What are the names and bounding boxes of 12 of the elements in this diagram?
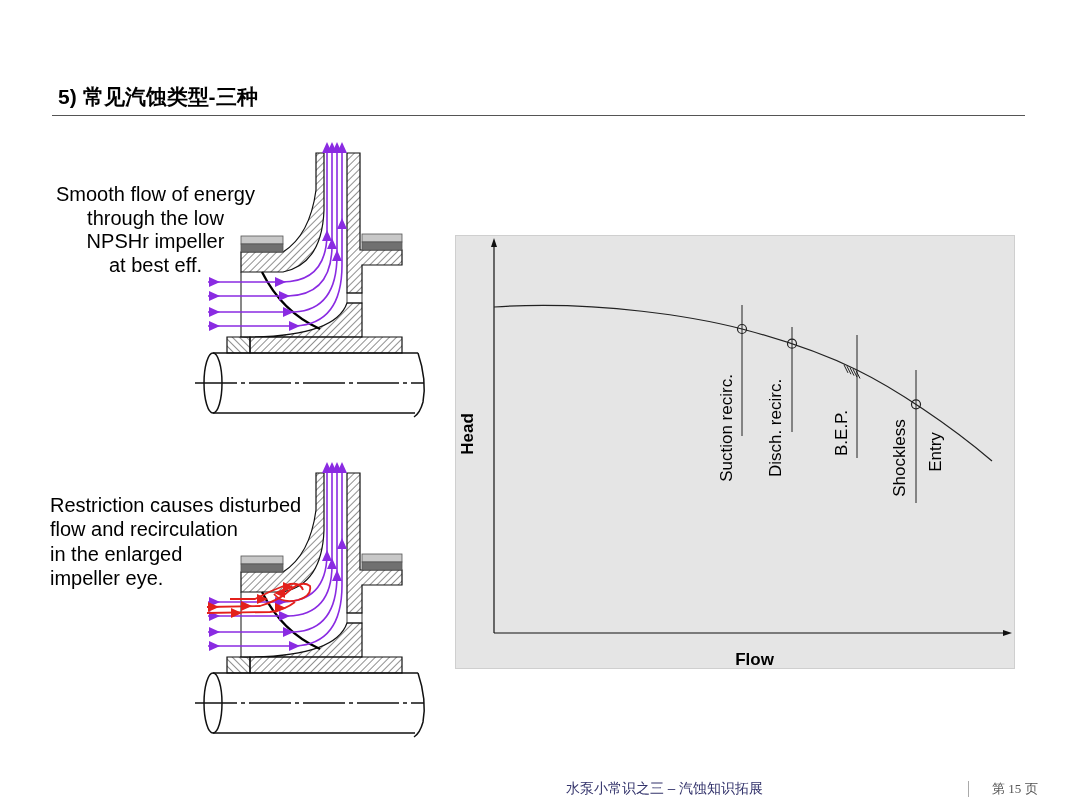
point-label: Entry <box>926 432 946 472</box>
axis-title: Head <box>457 413 478 455</box>
slide-title: 5) 常见汽蚀类型-三种 <box>58 85 258 109</box>
axis-title: Flow <box>735 650 774 670</box>
description-text: Restriction causes disturbed flow and recirculation in the enlarged impeller eye. <box>50 493 302 591</box>
point-label: Shockless <box>890 419 910 497</box>
page-number: 第 15 页 <box>992 781 1038 797</box>
point-label: B.E.P. <box>831 409 852 456</box>
footer-text: 水泵小常识之三 – 汽蚀知识拓展 <box>566 781 763 797</box>
point-label: Suction recirc. <box>716 374 737 482</box>
description-text: Smooth flow of energy through the low NPSHr impeller at best eff. <box>56 183 255 278</box>
point-label: Disch. recirc. <box>766 378 786 478</box>
